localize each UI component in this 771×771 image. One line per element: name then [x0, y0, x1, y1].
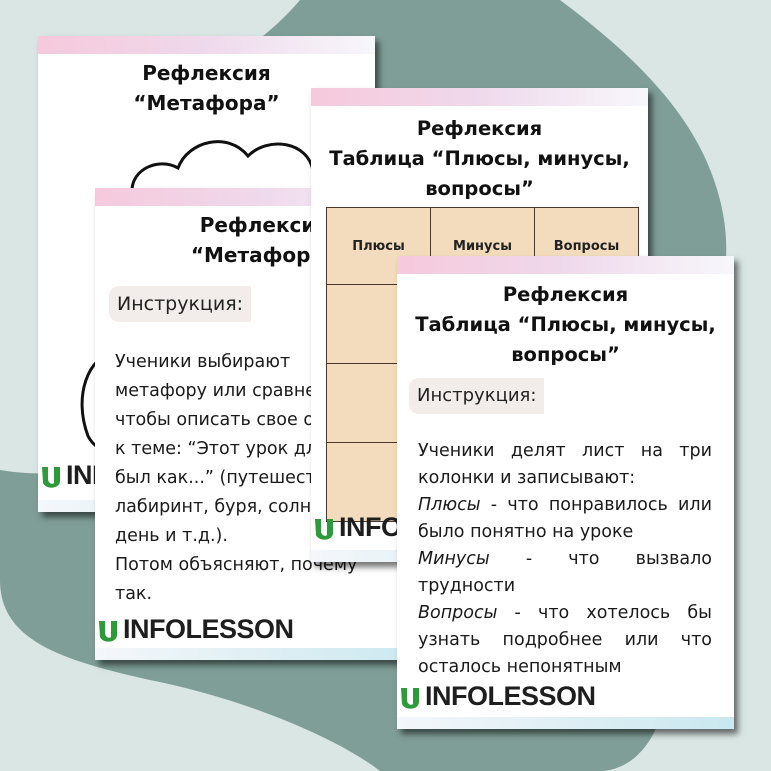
list-item: Вопросы - что хотелось бы узнать подробн…	[418, 600, 712, 681]
logo-text: INFOLESSON	[123, 614, 294, 644]
card-body: Ученики выбирают метафору или сравнение,…	[115, 348, 415, 609]
card-top-bar	[38, 36, 375, 54]
item-text: - что понравилось или было понятно на ур…	[418, 495, 712, 542]
card-body: Ученики делят лист на три колонки и запи…	[418, 438, 712, 681]
body-line: день и т.д.).	[115, 526, 228, 546]
infolesson-logo-icon	[99, 620, 117, 642]
infolesson-logo-icon	[315, 518, 333, 540]
item-term: Минусы	[418, 549, 490, 569]
title-line-1: Рефлексия	[199, 213, 329, 237]
card-title: Рефлексия Таблица “Плюсы, минусы, вопрос…	[311, 114, 648, 204]
instruction-label: Инструкция:	[109, 286, 252, 322]
body-line: Ученики выбирают	[115, 352, 291, 372]
instruction-label: Инструкция:	[409, 378, 545, 414]
card-bottom-bar	[397, 717, 734, 729]
infolesson-logo-icon	[42, 466, 60, 488]
title-line-1: Рефлексия	[142, 61, 271, 85]
brand-logo: INFOLESSON	[399, 681, 596, 712]
body-line: был как...” (путешествие,	[115, 468, 354, 488]
logo-text: INFOLESSON	[425, 681, 596, 711]
body-line: метафору или сравнение,	[115, 381, 356, 401]
card-top-bar	[397, 256, 734, 274]
body-line: Потом объясняют, почему	[115, 555, 358, 575]
title-line-2: Таблица “Плюсы, минусы,	[415, 313, 716, 336]
item-text: - что хотелось бы узнать подробнее или ч…	[418, 603, 712, 677]
title-line-1: Рефлексия	[416, 117, 543, 140]
title-line-2: “Метафора”	[133, 91, 280, 115]
card-title: Рефлексия “Метафора”	[38, 58, 375, 118]
body-line: лабиринт, буря, солнечный	[115, 497, 369, 517]
list-item: Минусы - что вызвало трудности	[418, 546, 712, 600]
list-item: Плюсы - что понравилось или было понятно…	[418, 492, 712, 546]
body-line: так.	[115, 584, 153, 604]
item-term: Плюсы	[418, 495, 481, 515]
intro-text: Ученики делят лист на три колонки и запи…	[418, 441, 712, 488]
title-line-3: вопросы”	[511, 343, 620, 366]
card-top-bar	[311, 88, 648, 106]
card-table-instruction: Рефлексия Таблица “Плюсы, минусы, вопрос…	[397, 256, 734, 729]
title-line-2: Таблица “Плюсы, минусы,	[329, 147, 630, 170]
card-bottom-bar	[95, 648, 433, 660]
item-text: - что вызвало трудности	[418, 549, 712, 596]
title-line-1: Рефлексия	[502, 283, 629, 306]
infolesson-logo-icon	[401, 687, 419, 709]
card-title: Рефлексия Таблица “Плюсы, минусы, вопрос…	[397, 280, 734, 370]
item-term: Вопросы	[418, 603, 498, 623]
brand-logo: INFOLESSON	[97, 614, 294, 645]
title-line-3: вопросы”	[425, 177, 534, 200]
